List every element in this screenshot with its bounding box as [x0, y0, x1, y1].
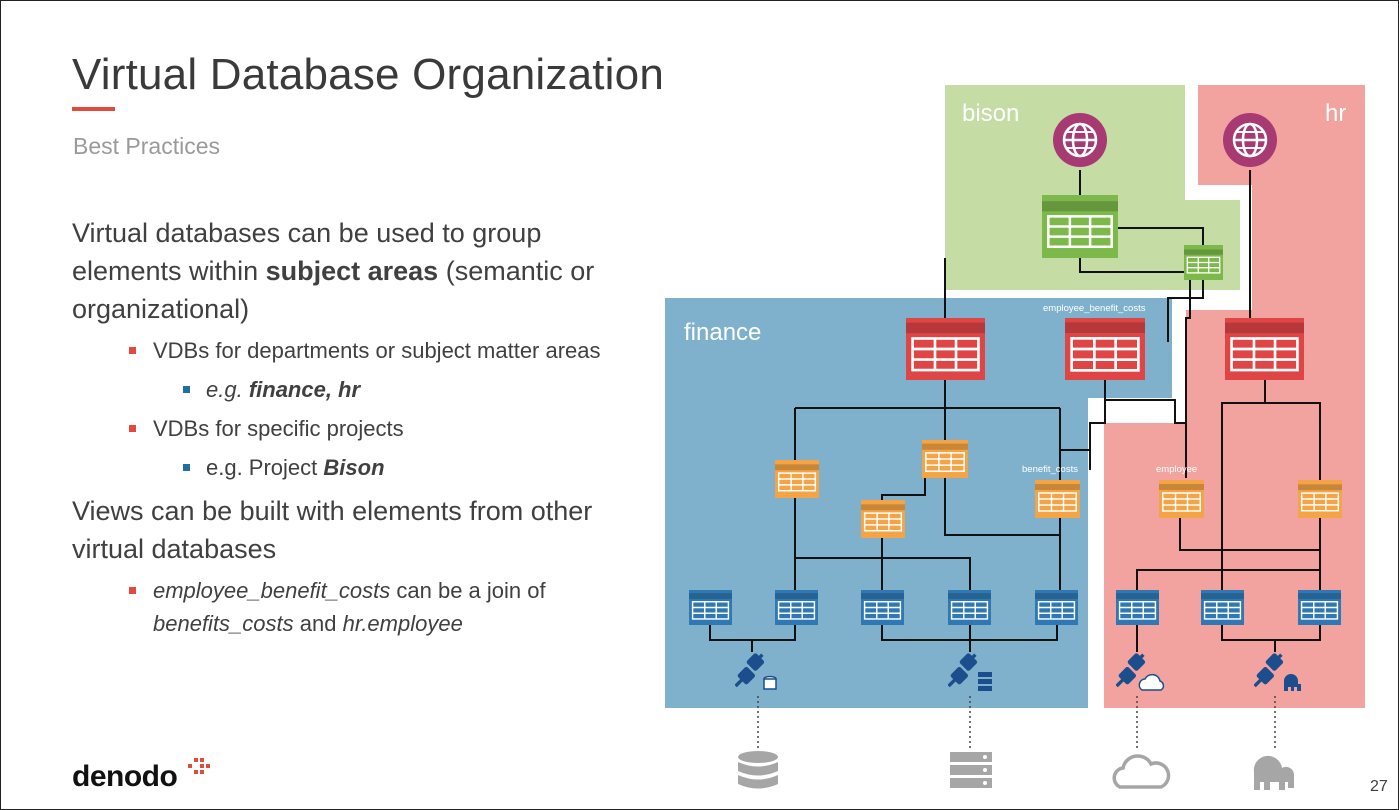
- cloud-icon: [1112, 754, 1171, 789]
- server-connector-icon: [948, 652, 992, 691]
- emphasis-subject-areas: subject areas: [265, 256, 439, 286]
- cloud-connector-icon: [1116, 652, 1165, 691]
- page-number: 27: [1370, 778, 1388, 795]
- database-icon: [738, 751, 778, 789]
- base-view: [1201, 590, 1244, 625]
- employee-benefit-costs-view: [1065, 318, 1145, 380]
- zone-label-hr: hr: [1325, 100, 1346, 127]
- slide-subtitle: Best Practices: [73, 133, 220, 159]
- view-name: employee_benefit_costs: [153, 578, 391, 603]
- hadoop-connector-icon: [1254, 652, 1301, 691]
- hr-zone: [1104, 85, 1365, 708]
- derived-view: [922, 440, 968, 478]
- bison-view-small: [1184, 245, 1223, 280]
- derived-view: [1298, 480, 1342, 518]
- bullet-departments: VDBs for departments or subject matter a…: [72, 334, 632, 367]
- paragraph-text: Virtual databases can be used to group e…: [72, 218, 542, 286]
- benefit-costs-view: [1035, 480, 1080, 518]
- denodo-logo-dots: [188, 758, 210, 774]
- zone-label-finance: finance: [684, 319, 761, 346]
- example-project-name: Bison: [323, 455, 385, 480]
- source-view-name: hr.employee: [342, 611, 463, 636]
- bullet-projects: VDBs for specific projects: [72, 412, 632, 445]
- example-prefix: e.g. Project: [206, 455, 324, 480]
- slide-title: Virtual Database Organization: [72, 50, 665, 99]
- base-view: [1298, 590, 1341, 625]
- server-icon: [950, 752, 992, 788]
- database-connector-icon: [735, 652, 777, 690]
- zone-label-bison: bison: [962, 100, 1019, 127]
- paragraph-views: Views can be built with elements from ot…: [72, 496, 593, 564]
- base-view: [775, 590, 818, 625]
- title-underline: [72, 107, 115, 111]
- example-prefix: e.g.: [206, 377, 249, 402]
- bison-zone: [945, 85, 1240, 290]
- bullet-text: can be a join of: [390, 578, 546, 603]
- bullet-example-departments: e.g. finance, hr: [72, 373, 632, 406]
- bullet-text: and: [293, 611, 343, 636]
- view-label-benefit-costs: benefit_costs: [1022, 464, 1078, 475]
- hadoop-elephant-icon: [1253, 755, 1294, 790]
- slide-content: Virtual databases can be used to group e…: [72, 214, 632, 640]
- view-label-employee: employee: [1156, 464, 1197, 475]
- bullet-join-example: employee_benefit_costs can be a join of …: [72, 574, 632, 640]
- base-view: [861, 590, 904, 625]
- source-links: [757, 696, 1276, 750]
- paragraph-text: (semantic or organizational): [72, 256, 595, 324]
- denodo-logo: denodo: [72, 760, 178, 793]
- source-view-name: benefits_costs: [153, 611, 294, 636]
- example-vdb-names: finance, hr: [248, 377, 361, 402]
- globe-icon: [1223, 113, 1277, 167]
- base-view: [689, 590, 732, 625]
- base-view: [1035, 590, 1078, 625]
- base-view: [1116, 590, 1159, 625]
- base-view: [948, 590, 991, 625]
- bullet-example-project: e.g. Project Bison: [72, 451, 632, 484]
- hr-final-view: [1225, 318, 1304, 380]
- globe-icon: [1053, 113, 1107, 167]
- derived-view: [775, 460, 819, 498]
- paragraph-subject-areas: Virtual databases can be used to group e…: [72, 214, 632, 328]
- derived-view: [861, 500, 905, 538]
- connection-lines: [709, 170, 1321, 652]
- view-label-employee-benefit-costs: employee_benefit_costs: [1043, 303, 1146, 314]
- finance-final-view: [906, 318, 985, 380]
- bison-view-main: [1042, 195, 1118, 258]
- employee-view: [1159, 480, 1204, 518]
